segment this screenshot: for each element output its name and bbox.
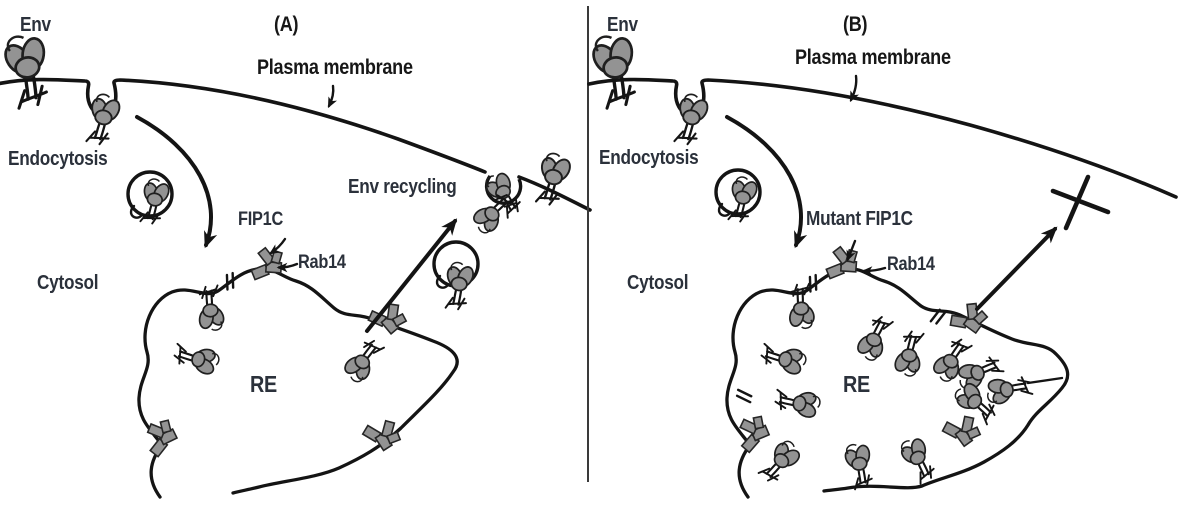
env-protein	[983, 369, 1035, 410]
env-protein	[851, 310, 899, 366]
fip1c-pointer-a	[269, 237, 287, 255]
panel-title-a: (A)	[274, 13, 299, 36]
plasma-membrane-a	[0, 77, 487, 174]
blocked-recycling-arrow	[975, 226, 1058, 311]
rab14-pointer-a	[276, 262, 299, 273]
panel-b	[584, 30, 1178, 499]
env-protein	[839, 440, 880, 492]
env-protein	[894, 432, 943, 488]
re-label-b: RE	[843, 371, 870, 397]
cytosol-label-a: Cytosol	[37, 272, 99, 294]
fip1c-rab14-complex	[939, 406, 987, 453]
plasma-membrane-pointer-a	[327, 84, 338, 109]
endocytosis-label-b: Endocytosis	[599, 147, 699, 169]
endocytosis-arrow-b	[725, 115, 808, 249]
fip1c-label-a: FIP1C	[238, 209, 284, 230]
rab14-pointer-b	[861, 266, 887, 276]
plasma-membrane-b	[587, 77, 1178, 199]
cytosol-label-b: Cytosol	[627, 272, 689, 294]
membrane-spike	[1026, 376, 1064, 385]
endocytosis-label-a: Endocytosis	[8, 148, 108, 170]
fip1c-rab14-complex	[729, 409, 775, 455]
env-protein	[584, 30, 647, 112]
fip1c-rab14-complex	[360, 410, 407, 457]
env-protein	[772, 383, 823, 422]
env-label-b: Env	[607, 14, 638, 36]
env-protein	[757, 337, 810, 380]
env-protein	[0, 30, 59, 112]
env-recycling-label: Env recycling	[348, 176, 457, 198]
plasma-membrane-pointer-b	[849, 74, 860, 103]
mutant-fip1c-rab14-complex	[822, 243, 861, 280]
env-protein	[722, 173, 762, 226]
rab14-label-a: Rab14	[298, 252, 346, 273]
recycling-endosome-a	[137, 267, 459, 499]
endocytosis-arrow-a	[135, 115, 218, 249]
env-protein	[338, 332, 390, 388]
plasma-membrane-label-b: Plasma membrane	[795, 46, 951, 69]
panel-title-b: (B)	[843, 13, 868, 36]
re-label-a: RE	[250, 371, 277, 397]
env-protein	[890, 327, 930, 380]
env-protein	[784, 282, 819, 331]
env-protein	[170, 337, 223, 380]
panel-a	[0, 30, 592, 499]
recycling-endosome-b	[725, 267, 1070, 499]
plasma-membrane-label-a: Plasma membrane	[257, 56, 413, 79]
env-label-a: Env	[20, 14, 51, 36]
mutant-fip1c-label-b: Mutant FIP1C	[806, 208, 913, 230]
plasma-membrane-a-right	[517, 175, 592, 212]
membrane-tick	[735, 388, 754, 404]
blocked-x-icon	[1050, 174, 1111, 231]
mutant-fip1c-pointer-b	[846, 239, 857, 262]
env-protein	[753, 434, 807, 490]
env-protein	[134, 175, 174, 228]
rab14-label-b: Rab14	[887, 254, 935, 275]
env-recycling-arrow	[365, 218, 458, 333]
